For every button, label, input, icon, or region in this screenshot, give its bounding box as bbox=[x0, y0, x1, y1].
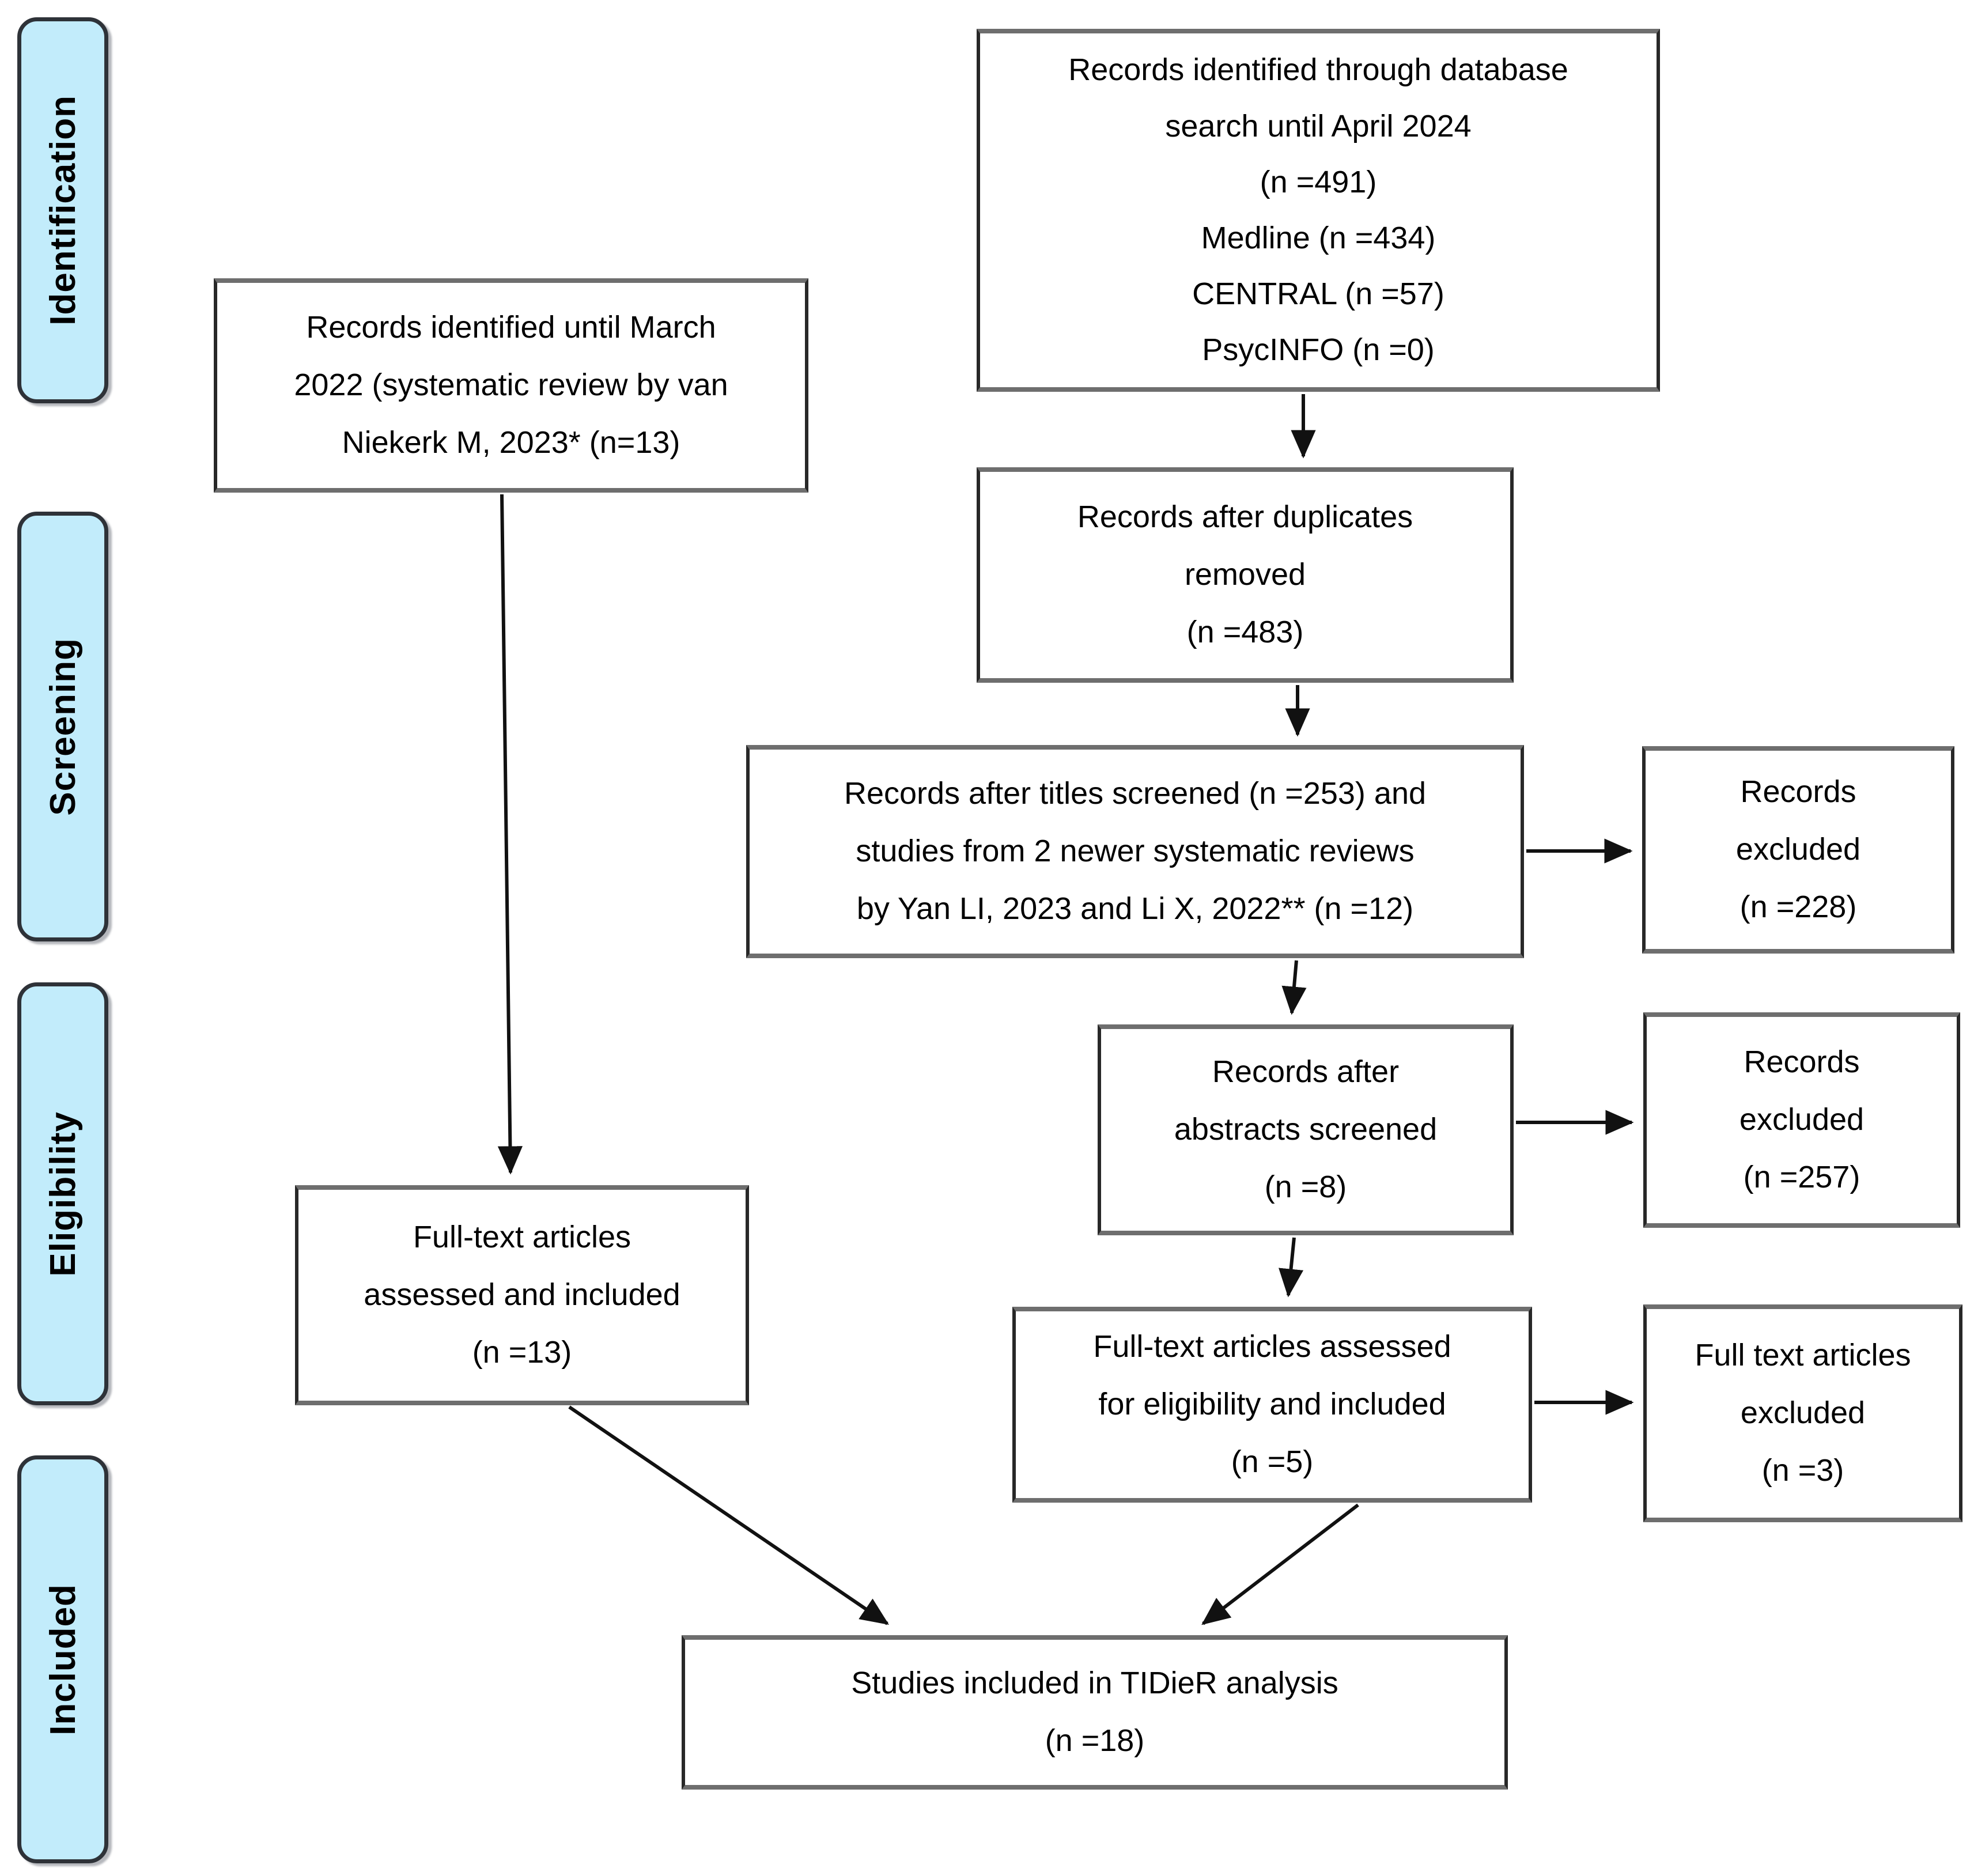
arrow-fulltextelig-to-tidier bbox=[1201, 1503, 1359, 1625]
box-studies-included-tidier: Studies included in TIDieR analysis (n =… bbox=[682, 1635, 1508, 1790]
box-records-identified-prior-review: Records identified until March 2022 (sys… bbox=[214, 278, 808, 493]
box-records-excluded-titles: Records excluded (n =228) bbox=[1642, 746, 1954, 954]
arrow-fulltextincluded-to-tidier bbox=[568, 1405, 889, 1625]
arrow-abstracts-to-fulltext bbox=[1279, 1237, 1304, 1298]
box-records-after-titles-screened: Records after titles screened (n =253) a… bbox=[746, 745, 1524, 958]
arrow-priorreview-to-fulltextincluded bbox=[497, 494, 523, 1175]
stage-eligibility: Eligibility bbox=[17, 982, 108, 1405]
stage-label: Included bbox=[43, 1583, 83, 1735]
stage-identification: Identification bbox=[17, 17, 108, 403]
box-records-excluded-abstracts: Records excluded (n =257) bbox=[1643, 1012, 1960, 1228]
box-fulltext-excluded: Full text articles excluded (n =3) bbox=[1643, 1304, 1962, 1522]
arrow-titles-to-abstracts bbox=[1281, 960, 1307, 1015]
box-records-after-duplicates-removed: Records after duplicates removed (n =483… bbox=[977, 467, 1514, 683]
box-fulltext-assessed-included-prior: Full-text articles assessed and included… bbox=[295, 1185, 749, 1405]
stage-label: Eligibility bbox=[43, 1111, 83, 1277]
box-records-after-abstracts-screened: Records after abstracts screened (n =8) bbox=[1098, 1024, 1514, 1235]
box-fulltext-assessed-eligibility: Full-text articles assessed for eligibil… bbox=[1012, 1307, 1532, 1503]
stage-screening: Screening bbox=[17, 512, 108, 941]
box-records-identified-database: Records identified through database sear… bbox=[977, 29, 1660, 392]
stage-label: Identification bbox=[43, 95, 83, 326]
stage-included: Included bbox=[17, 1455, 108, 1863]
stage-label: Screening bbox=[43, 637, 83, 816]
